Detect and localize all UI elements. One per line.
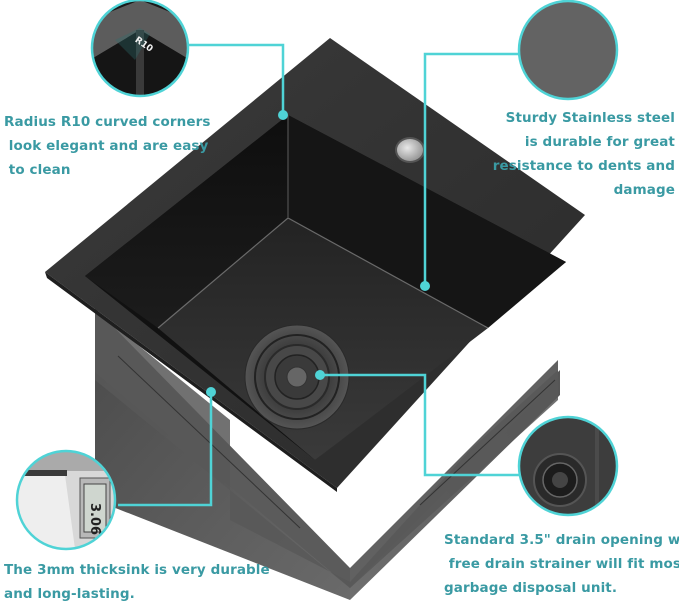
caption-line: look elegant and are easy — [4, 138, 209, 154]
callout-lines — [118, 43, 519, 507]
caption-line: damage — [613, 182, 675, 198]
drain-strainer — [244, 324, 350, 430]
caption-curved-corners: Radius R10 curved corners look elegant a… — [4, 110, 211, 182]
caption-line: Standard 3.5" drain opening with — [444, 532, 679, 548]
caption-line: and long-lasting. — [4, 586, 135, 602]
caption-drain: Standard 3.5" drain opening with free dr… — [444, 528, 679, 600]
caption-line: garbage disposal unit. — [444, 580, 618, 596]
caption-line: Radius R10 curved corners — [4, 114, 211, 130]
caption-line: to clean — [4, 162, 71, 178]
caption-line: is durable for great — [524, 134, 675, 150]
inset-caliper: 3.06 — [15, 449, 117, 551]
inset-drain — [517, 415, 619, 517]
caption-thickness: The 3mm thicksink is very durable and lo… — [4, 558, 270, 606]
caliper-reading: 3.06 — [87, 503, 102, 535]
caption-line: The 3mm thicksink is very durable — [4, 562, 270, 578]
caption-sturdy-steel: Sturdy Stainless steel is durable for gr… — [493, 106, 675, 202]
caption-line: Sturdy Stainless steel — [505, 110, 675, 126]
caption-line: resistance to dents and — [492, 158, 675, 174]
caption-line: free drain strainer will fit most — [444, 556, 679, 572]
faucet-hole-cover — [395, 137, 425, 163]
callout-dots — [206, 110, 430, 397]
inset-rounded-corner: R10 — [90, 0, 190, 98]
inset-steel-texture — [517, 0, 619, 101]
